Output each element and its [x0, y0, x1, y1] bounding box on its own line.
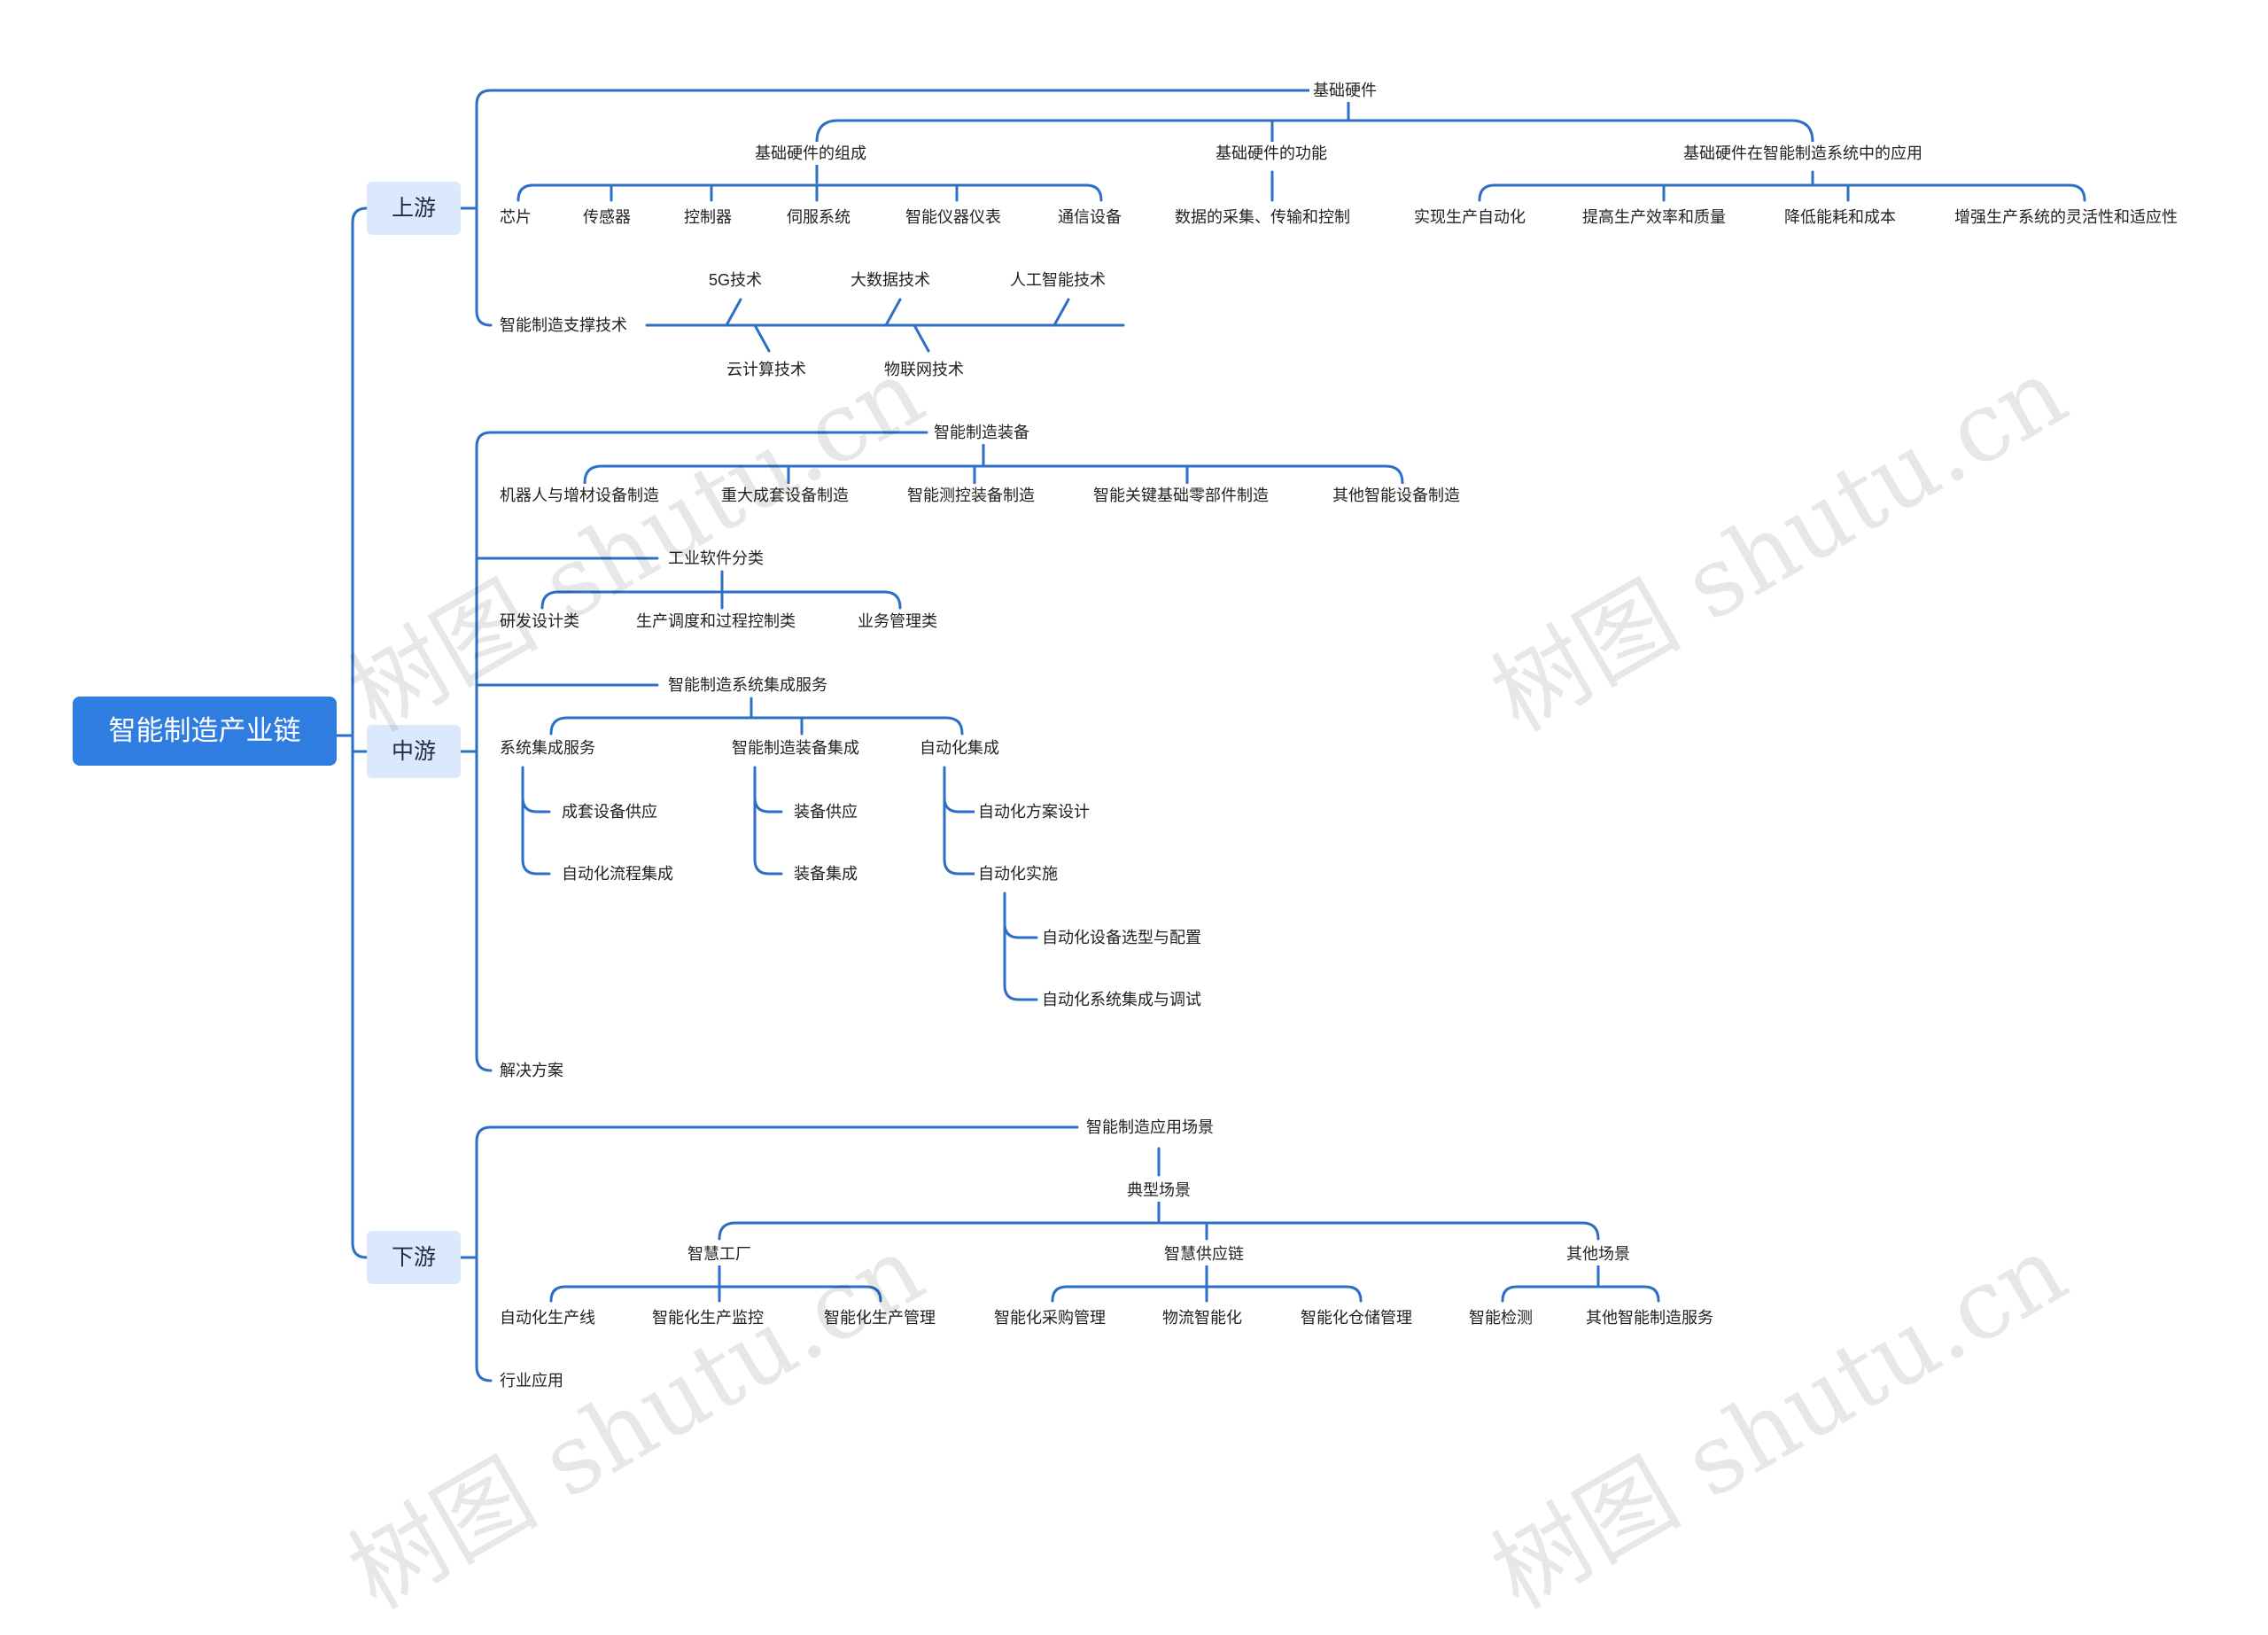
topic-smart-factory[interactable]: 智慧工厂: [684, 1242, 755, 1265]
topic-typical[interactable]: 典型场景: [1123, 1179, 1194, 1202]
connector: [475, 1125, 493, 1382]
connector: [549, 1285, 882, 1303]
connector: [475, 89, 493, 327]
leaf-procurement[interactable]: 智能化采购管理: [990, 1306, 1109, 1329]
topic-hardware-function[interactable]: 基础硬件的功能: [1212, 142, 1331, 165]
connector-lines: [335, 89, 2086, 1382]
leaf-automation[interactable]: 实现生产自动化: [1410, 206, 1529, 229]
leaf-business[interactable]: 业务管理类: [854, 610, 941, 633]
connector: [1003, 891, 1038, 1001]
connector: [718, 1221, 1600, 1241]
topic-hardware-application[interactable]: 基础硬件在智能制造系统中的应用: [1680, 142, 1926, 165]
leaf-complete-supply[interactable]: 成套设备供应: [558, 800, 661, 823]
connector: [753, 796, 783, 814]
leaf-equipment-selection[interactable]: 自动化设备选型与配置: [1038, 926, 1205, 949]
connector: [1501, 1285, 1660, 1303]
connector: [517, 183, 1103, 202]
topic-automation-implement[interactable]: 自动化实施: [975, 862, 1061, 885]
topic-hardware-composition[interactable]: 基础硬件的组成: [751, 142, 870, 165]
leaf-production-monitor[interactable]: 智能化生产监控: [649, 1306, 767, 1329]
topic-system-integration[interactable]: 系统集成服务: [496, 736, 599, 759]
connector: [521, 766, 551, 876]
connector: [943, 796, 978, 814]
topic-software[interactable]: 工业软件分类: [664, 547, 767, 570]
connector: [351, 206, 369, 1259]
leaf-automation-design[interactable]: 自动化方案设计: [975, 800, 1093, 823]
leaf-flexibility[interactable]: 增强生产系统的灵活性和适应性: [1951, 206, 2181, 229]
leaf-chip[interactable]: 芯片: [496, 206, 535, 229]
leaf-system-debug[interactable]: 自动化系统集成与调试: [1038, 988, 1205, 1011]
connector: [943, 766, 978, 876]
leaf-other-equipment[interactable]: 其他智能设备制造: [1329, 484, 1464, 507]
connector: [1052, 298, 1070, 327]
topic-scenes[interactable]: 智能制造应用场景: [1083, 1116, 1217, 1139]
branch-midstream[interactable]: 中游: [367, 725, 461, 778]
leaf-production-management[interactable]: 智能化生产管理: [820, 1306, 939, 1329]
connector: [815, 119, 1814, 144]
branch-downstream[interactable]: 下游: [367, 1231, 461, 1284]
leaf-process-integration[interactable]: 自动化流程集成: [558, 862, 677, 885]
topic-other-scenes[interactable]: 其他场景: [1563, 1242, 1634, 1265]
topic-industry[interactable]: 行业应用: [496, 1369, 567, 1392]
connector: [753, 766, 783, 876]
tech-ai[interactable]: 人工智能技术: [1006, 269, 1109, 292]
topic-equipment[interactable]: 智能制造装备: [930, 421, 1033, 444]
leaf-communication[interactable]: 通信设备: [1054, 206, 1125, 229]
topic-equipment-integration[interactable]: 智能制造装备集成: [728, 736, 863, 759]
leaf-warehouse[interactable]: 智能化仓储管理: [1297, 1306, 1416, 1329]
mindmap-canvas: 智能制造产业链 上游 中游 下游 基础硬件 基础硬件的组成 基础硬件的功能 基础…: [73, 79, 2181, 1631]
tech-iot[interactable]: 物联网技术: [881, 358, 967, 381]
leaf-controller[interactable]: 控制器: [680, 206, 735, 229]
topic-automation-integration[interactable]: 自动化集成: [916, 736, 1003, 759]
connector: [1478, 183, 2086, 202]
leaf-production-line[interactable]: 自动化生产线: [496, 1306, 599, 1329]
topic-smart-supply[interactable]: 智慧供应链: [1161, 1242, 1247, 1265]
connector: [884, 298, 902, 327]
connector: [1003, 922, 1038, 939]
leaf-sensor[interactable]: 传感器: [579, 206, 634, 229]
leaf-robot[interactable]: 机器人与增材设备制造: [496, 484, 663, 507]
leaf-measure-control[interactable]: 智能测控装备制造: [904, 484, 1038, 507]
tech-5g[interactable]: 5G技术: [705, 269, 766, 292]
connector: [549, 716, 964, 736]
connector: [521, 796, 551, 814]
topic-hardware[interactable]: 基础硬件: [1309, 79, 1380, 102]
topic-integration[interactable]: 智能制造系统集成服务: [664, 673, 831, 697]
leaf-energy[interactable]: 降低能耗和成本: [1781, 206, 1899, 229]
leaf-other-services[interactable]: 其他智能制造服务: [1582, 1306, 1717, 1329]
leaf-scheduling[interactable]: 生产调度和过程控制类: [633, 610, 799, 633]
connector: [475, 431, 493, 1072]
topic-solution[interactable]: 解决方案: [496, 1059, 567, 1082]
leaf-servo[interactable]: 伺服系统: [783, 206, 854, 229]
connector: [583, 464, 1404, 485]
leaf-equipment-integrate[interactable]: 装备集成: [790, 862, 861, 885]
connector: [913, 323, 930, 353]
root-topic[interactable]: 智能制造产业链: [73, 697, 337, 766]
leaf-key-parts[interactable]: 智能关键基础零部件制造: [1090, 484, 1272, 507]
leaf-instrument[interactable]: 智能仪器仪表: [902, 206, 1005, 229]
leaf-major-equipment[interactable]: 重大成套设备制造: [718, 484, 852, 507]
connector: [753, 323, 771, 353]
tech-bigdata[interactable]: 大数据技术: [847, 269, 934, 292]
leaf-rd-design[interactable]: 研发设计类: [496, 610, 583, 633]
branch-upstream[interactable]: 上游: [367, 182, 461, 235]
topic-support-tech[interactable]: 智能制造支撑技术: [496, 314, 631, 337]
leaf-efficiency[interactable]: 提高生产效率和质量: [1579, 206, 1729, 229]
leaf-equipment-supply[interactable]: 装备供应: [790, 800, 861, 823]
tech-cloud[interactable]: 云计算技术: [723, 358, 810, 381]
connector: [725, 298, 742, 327]
leaf-logistics[interactable]: 物流智能化: [1159, 1306, 1246, 1329]
leaf-smart-inspection[interactable]: 智能检测: [1465, 1306, 1536, 1329]
leaf-data-collection[interactable]: 数据的采集、传输和控制: [1171, 206, 1354, 229]
